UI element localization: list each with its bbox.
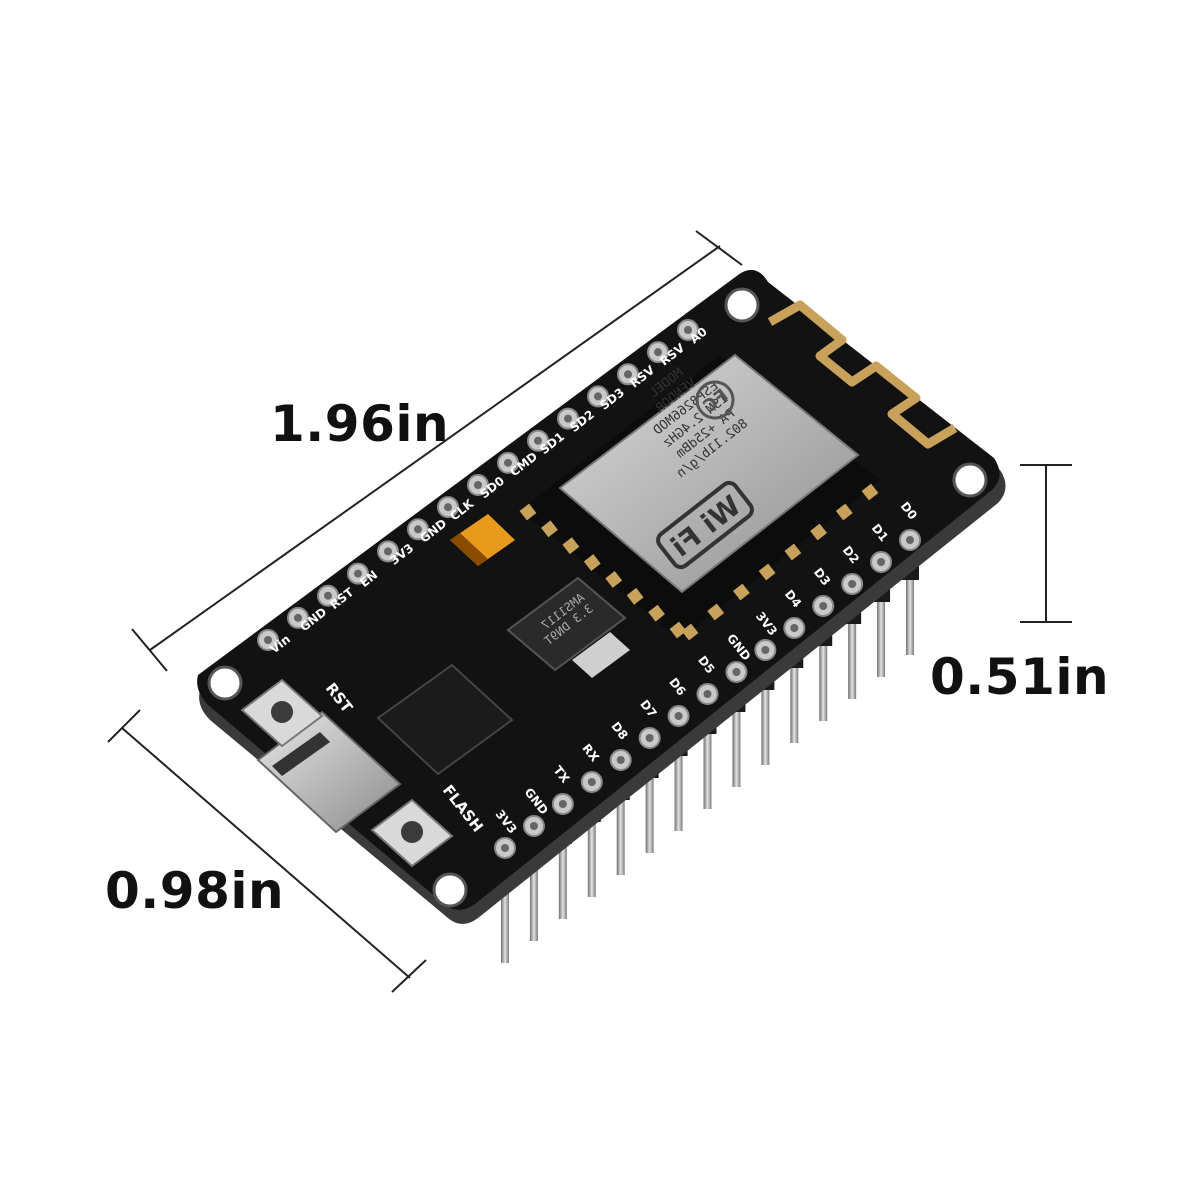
pad-hole-bottom-13 (877, 558, 886, 566)
pad-hole-top-12 (624, 370, 632, 379)
pad-hole-bottom-3 (587, 778, 596, 786)
castellation-bottom-4 (784, 543, 802, 561)
pad-hole-top-5 (414, 525, 422, 534)
pad-hole-top-4 (384, 547, 392, 556)
header-pin-14 (906, 560, 914, 655)
pad-hole-top-14 (684, 326, 692, 334)
pad-hole-top-3 (354, 569, 362, 578)
pad-hole-top-0 (264, 636, 272, 644)
length-tick-right (695, 230, 743, 266)
flash-button-cap (401, 821, 423, 843)
pad-hole-bottom-0 (501, 844, 509, 852)
esp8266-module: MODEL VENDOR ESP8266MOD ISM 2.4GHz PA +2… (519, 353, 880, 641)
castellation-left-4 (605, 571, 623, 588)
pad-hole-top-13 (654, 348, 662, 357)
pad-hole-bottom-11 (819, 602, 828, 610)
usb-opening (272, 732, 330, 776)
header-pin-9 (761, 670, 770, 765)
castellation-left-0 (519, 503, 537, 521)
pad-hole-bottom-6 (674, 712, 683, 720)
dimension-lines (107, 230, 1072, 993)
castellation-left-2 (562, 537, 580, 555)
castellation-left-1 (541, 520, 558, 538)
fcc-logo-ring (695, 380, 735, 420)
header-pin-12 (848, 604, 857, 699)
pad-hole-top-11 (594, 392, 602, 401)
pad-hole-bottom-9 (761, 646, 770, 654)
mount-hole-bottom-right (952, 462, 988, 498)
height-dimension-label: 0.51in (930, 648, 1110, 706)
mount-hole-bottom-left (432, 872, 468, 908)
pcb-antenna-trace (767, 300, 958, 449)
wifi-logo-box (656, 480, 754, 570)
pad-hole-top-8 (504, 458, 512, 467)
castellation-bottom-6 (835, 503, 853, 521)
header-pin-13 (877, 582, 886, 677)
width-tick-top (107, 709, 141, 743)
voltage-regulator: AMS1117 3.3 DN9T (506, 576, 630, 678)
pad-hole-top-7 (474, 481, 482, 489)
header-pin-4 (616, 780, 625, 875)
castellation-left-5 (626, 587, 644, 605)
pad-hole-bottom-2 (558, 800, 567, 808)
capacitor-band (450, 533, 488, 566)
pad-hole-bottom-7 (703, 690, 712, 698)
flash-button[interactable] (370, 798, 454, 868)
header-pin-7 (703, 714, 712, 809)
module-shield (558, 353, 860, 594)
mount-hole-top-left (207, 665, 243, 701)
header-pin-2 (558, 824, 567, 919)
castellation-bottom-1 (707, 603, 725, 621)
castellation-bottom-5 (810, 523, 827, 541)
solder-pads (257, 319, 921, 859)
header-pin-10 (790, 648, 799, 743)
header-pin-8 (732, 692, 741, 787)
pad-hole-top-10 (564, 414, 572, 423)
regulator-tab (572, 632, 630, 678)
pad-hole-top-6 (444, 503, 452, 512)
rst-button-cap (271, 701, 293, 723)
pad-hole-bottom-14 (906, 536, 914, 544)
pad-hole-bottom-10 (790, 624, 799, 632)
pad-hole-bottom-8 (732, 668, 741, 676)
castellation-bottom-2 (733, 583, 750, 601)
regulator-body (506, 576, 627, 672)
header-pin-3 (587, 802, 596, 897)
pad-hole-top-1 (294, 613, 302, 622)
length-dimension-label: 1.96in (270, 395, 450, 453)
module-castellations (519, 483, 879, 641)
usb-uart-chip (376, 663, 514, 776)
width-tick-bottom (391, 959, 427, 993)
header-pin-6 (674, 736, 683, 831)
pad-hole-bottom-4 (616, 756, 625, 764)
header-pin-5 (645, 758, 654, 853)
castellation-left-6 (648, 604, 665, 622)
header-pin-1 (529, 846, 538, 941)
tantalum-capacitor (450, 514, 515, 566)
mount-hole-top-right (724, 287, 760, 323)
pad-hole-top-9 (534, 436, 542, 445)
header-pin-11 (819, 626, 828, 721)
length-dimension-line (149, 245, 721, 651)
pad-hole-bottom-5 (645, 734, 654, 742)
castellation-left-7 (669, 621, 687, 639)
castellation-bottom-7 (861, 483, 879, 501)
castellation-bottom-0 (681, 623, 699, 641)
length-tick-left (131, 628, 168, 672)
width-dimension-line (121, 727, 411, 979)
castellation-bottom-3 (758, 563, 776, 581)
rst-button[interactable] (240, 678, 324, 748)
pad-hole-top-2 (324, 591, 332, 600)
castellation-left-3 (583, 554, 601, 571)
pad-hole-bottom-12 (848, 580, 857, 588)
pad-hole-bottom-1 (529, 822, 538, 830)
width-dimension-label: 0.98in (105, 862, 285, 920)
header-pin-0 (501, 868, 509, 963)
